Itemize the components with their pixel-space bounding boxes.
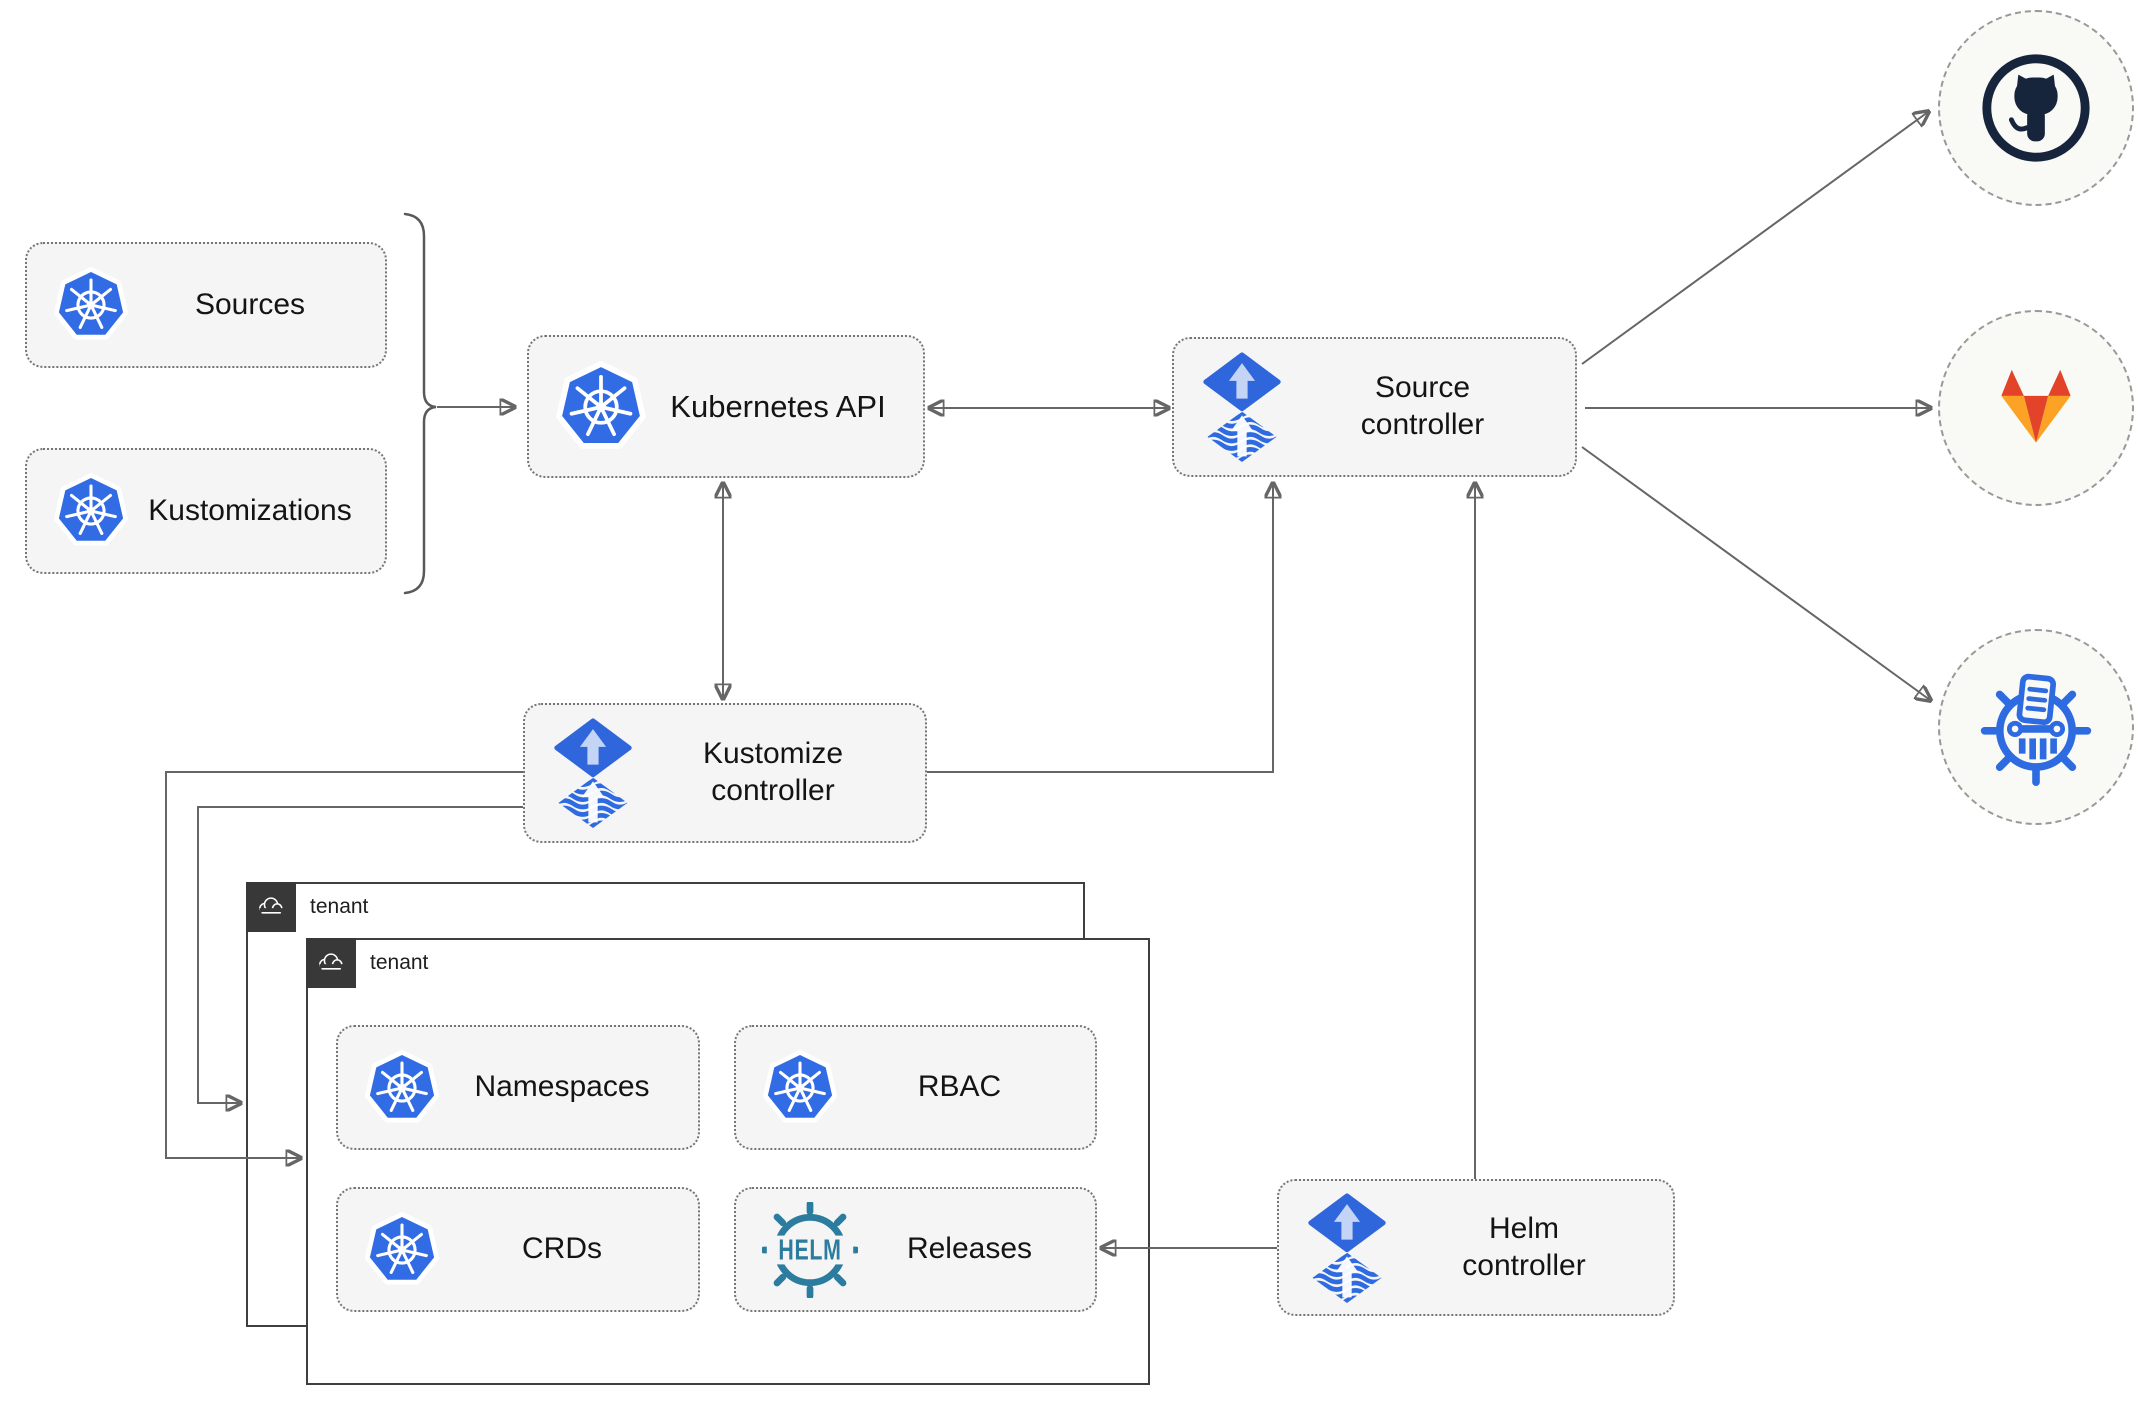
kubernetes-api-label: Kubernetes API	[670, 388, 886, 424]
helm-logo-text: HELM	[778, 1234, 841, 1266]
crds-node: CRDs	[336, 1187, 700, 1312]
namespaces-label: Namespaces	[474, 1070, 650, 1104]
kubernetes-api-node: Kubernetes API	[527, 335, 925, 478]
kustomize-controller-node: Kustomize controller	[523, 703, 927, 843]
kustomize-provider	[1938, 629, 2134, 825]
github-provider	[1938, 10, 2134, 206]
kustomize-controller-label: Kustomize controller	[635, 736, 925, 809]
helm-controller-node: Helm controller	[1277, 1179, 1675, 1316]
rbac-label: RBAC	[917, 1070, 1002, 1104]
gitlab-icon	[2001, 369, 2071, 443]
kustomizations-label: Kustomizations	[148, 493, 352, 527]
kubernetes-icon	[53, 267, 129, 343]
group-bracket	[403, 212, 437, 595]
releases-node: HELM Releases	[734, 1187, 1097, 1312]
flux-icon	[1200, 352, 1284, 462]
helm-icon: HELM	[762, 1201, 858, 1298]
tenant-box-front: tenant	[305, 937, 1150, 1385]
kubernetes-icon	[555, 361, 647, 453]
helm-controller-label: Helm controller	[1389, 1211, 1673, 1284]
tenant-label: tenant	[370, 951, 429, 974]
namespaces-node: Namespaces	[336, 1025, 700, 1150]
kubernetes-icon	[762, 1050, 838, 1126]
kustomize-controller-text: Kustomize controller	[702, 737, 844, 807]
wire-kustomize-to-source	[927, 484, 1273, 773]
gitlab-provider	[1938, 310, 2134, 506]
source-controller-label: Source controller	[1284, 370, 1575, 443]
source-controller-text: Source controller	[1360, 371, 1485, 441]
sources-node: Sources	[25, 242, 387, 368]
tenant-header	[305, 937, 356, 988]
kustomize-icon	[1980, 673, 2092, 786]
kustomizations-node: Kustomizations	[25, 448, 387, 574]
tenant-header	[245, 881, 296, 932]
crds-label: CRDs	[522, 1232, 602, 1266]
kubernetes-icon	[364, 1212, 440, 1288]
releases-label: Releases	[906, 1232, 1033, 1266]
rbac-node: RBAC	[734, 1025, 1097, 1150]
source-controller-node: Source controller	[1172, 337, 1577, 477]
flux-icon	[1305, 1193, 1389, 1303]
kubernetes-icon	[53, 473, 129, 549]
helm-controller-text: Helm controller	[1462, 1211, 1586, 1282]
tenant-label: tenant	[310, 895, 369, 918]
github-icon	[1982, 54, 2090, 162]
wire-source-to-kustomize-provider	[1581, 446, 1930, 700]
kubernetes-icon	[364, 1050, 440, 1126]
cloud-icon	[314, 950, 348, 976]
cloud-icon	[254, 894, 288, 920]
sources-label: Sources	[194, 287, 306, 321]
wire-source-to-github	[1581, 112, 1928, 365]
flux-icon	[551, 718, 635, 828]
